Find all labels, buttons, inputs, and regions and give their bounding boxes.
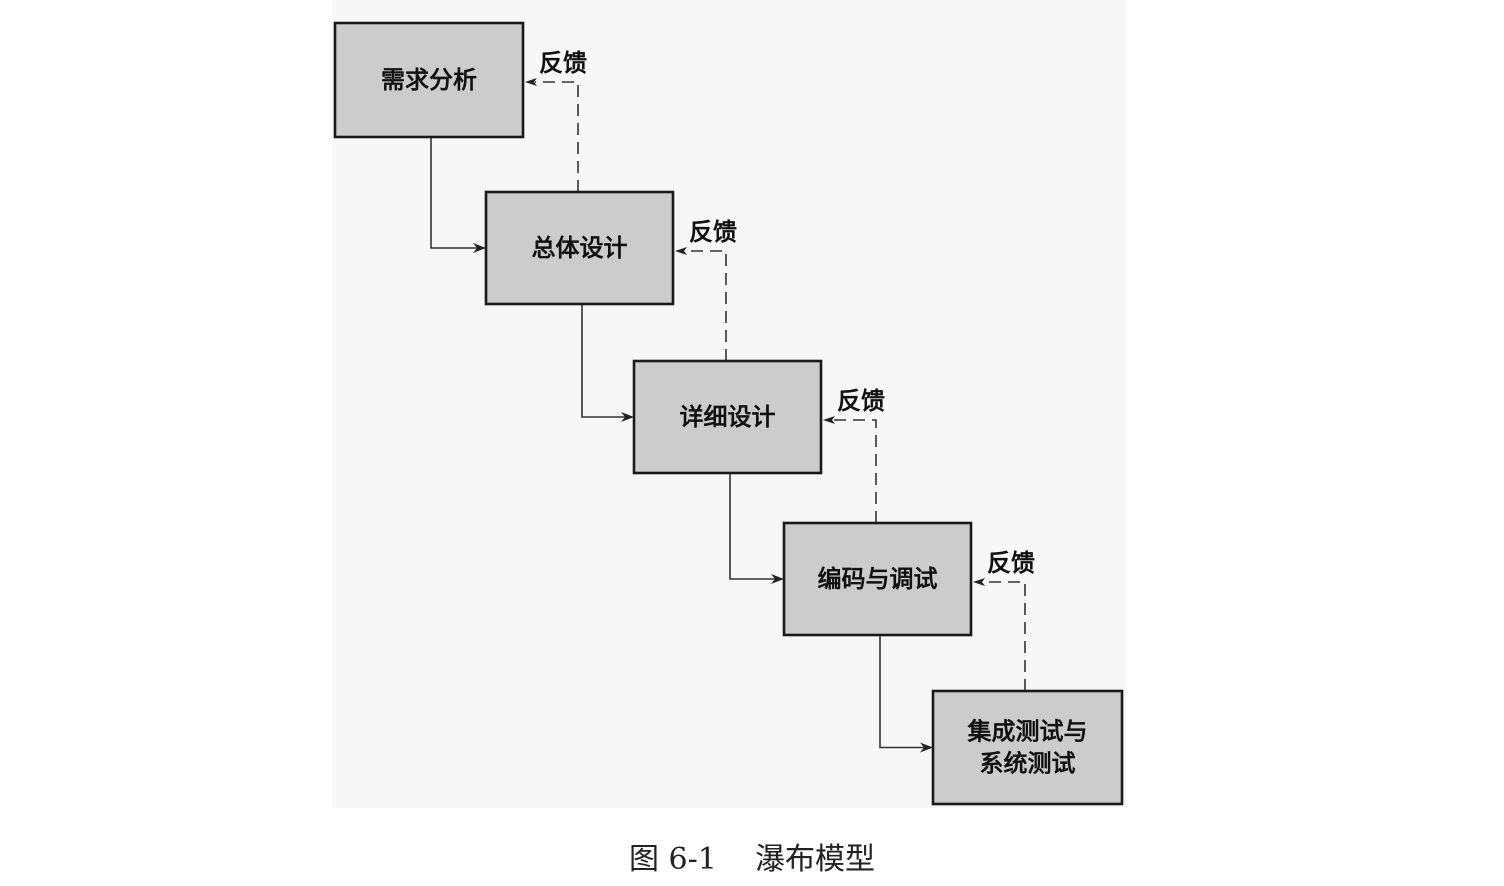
stage-box bbox=[782, 521, 973, 637]
feedback-arrowhead bbox=[675, 247, 687, 255]
flow-arrowhead bbox=[771, 574, 784, 584]
feedback-line bbox=[983, 581, 1026, 691]
feedback-line bbox=[833, 419, 877, 523]
feedback-arrowhead bbox=[525, 78, 537, 86]
flow-arrowhead bbox=[473, 243, 486, 253]
flow-arrowhead bbox=[621, 412, 634, 422]
stage-label: 编码与调试 bbox=[818, 565, 938, 593]
stage-label: 详细设计 bbox=[680, 403, 776, 431]
feedback-arrowhead bbox=[973, 578, 985, 586]
stage-box bbox=[484, 190, 675, 306]
feedback-line bbox=[685, 250, 727, 361]
flow-line bbox=[581, 304, 632, 418]
stage-label: 集成测试与 bbox=[967, 718, 1088, 746]
feedback-label: 反馈 bbox=[539, 49, 587, 77]
feedback-line bbox=[535, 81, 579, 192]
stage-box bbox=[931, 689, 1124, 806]
stage-label: 系统测试 bbox=[980, 750, 1076, 778]
feedback-label: 反馈 bbox=[689, 218, 737, 246]
feedback-label: 反馈 bbox=[837, 387, 885, 415]
stage-box bbox=[632, 359, 823, 475]
feedback-arrowhead bbox=[823, 416, 835, 424]
stage-label: 需求分析 bbox=[381, 66, 477, 94]
stage-box bbox=[333, 21, 525, 139]
flow-line bbox=[430, 137, 484, 249]
flow-arrowhead bbox=[920, 742, 933, 753]
flow-line bbox=[879, 635, 931, 749]
feedback-label: 反馈 bbox=[987, 549, 1035, 577]
flow-line bbox=[729, 473, 782, 580]
figure-caption: 图 6-1 瀑布模型 bbox=[629, 842, 875, 877]
stage-label: 总体设计 bbox=[532, 234, 628, 262]
